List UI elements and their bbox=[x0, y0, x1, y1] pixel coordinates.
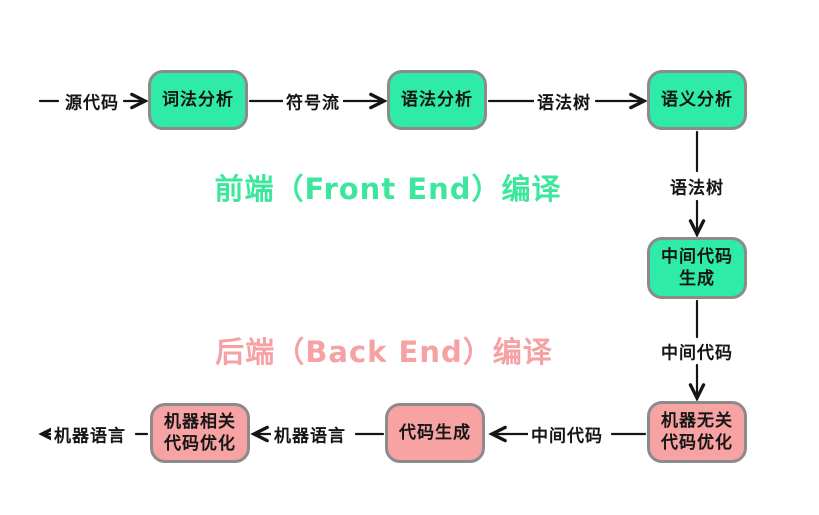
node-code-generation: 代码生成 bbox=[385, 403, 485, 463]
section-label-back-end: 后端（Back End）编译 bbox=[215, 335, 553, 369]
edge-label-intermediate-code-right: 中间代码 bbox=[658, 338, 736, 364]
edge-label-machine-language-out: 机器语言 bbox=[51, 421, 129, 447]
section-label-front-end: 前端（Front End）编译 bbox=[214, 172, 562, 206]
node-machine-dependent-optimization: 机器相关 代码优化 bbox=[150, 403, 250, 463]
node-lexical-analysis: 词法分析 bbox=[148, 70, 248, 130]
edge-label-syntax-tree-right: 语法树 bbox=[667, 173, 727, 199]
node-machine-independent-optimization: 机器无关 代码优化 bbox=[647, 401, 747, 463]
edge-label-intermediate-code-bottom: 中间代码 bbox=[528, 421, 606, 447]
edge-label-source-code: 源代码 bbox=[62, 88, 122, 114]
node-intermediate-code-generation: 中间代码 生成 bbox=[647, 237, 747, 299]
node-syntax-analysis: 语法分析 bbox=[387, 70, 487, 130]
edge-label-machine-language-mid: 机器语言 bbox=[271, 421, 349, 447]
edge-label-token-stream: 符号流 bbox=[283, 88, 343, 114]
node-semantic-analysis: 语义分析 bbox=[647, 70, 747, 130]
edge-label-syntax-tree-top: 语法树 bbox=[534, 88, 594, 114]
